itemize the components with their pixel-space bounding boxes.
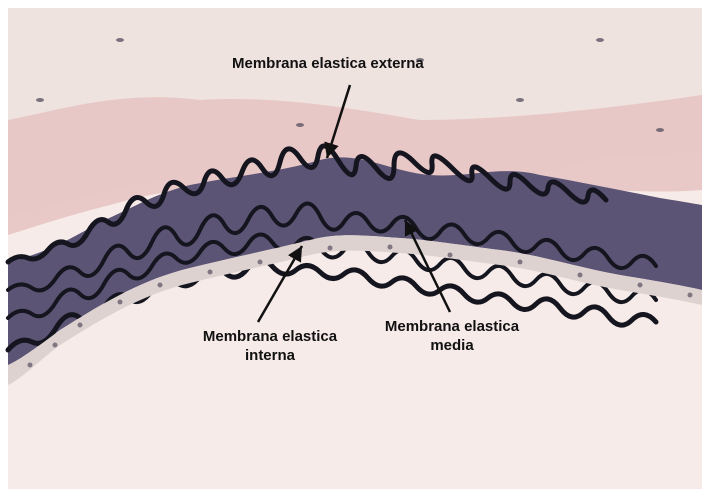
label-media-line1: Membrana elastica xyxy=(372,317,532,336)
label-membrana-elastica-media: Membrana elastica media xyxy=(372,317,532,355)
label-membrana-elastica-interna: Membrana elastica interna xyxy=(177,327,363,365)
label-externa-text: Membrana elastica externa xyxy=(232,54,424,73)
label-membrana-elastica-externa: Membrana elastica externa xyxy=(232,54,424,73)
label-interna-line1: Membrana elastica xyxy=(177,327,363,346)
label-interna-line2: interna xyxy=(177,346,363,365)
label-media-line2: media xyxy=(372,336,532,355)
